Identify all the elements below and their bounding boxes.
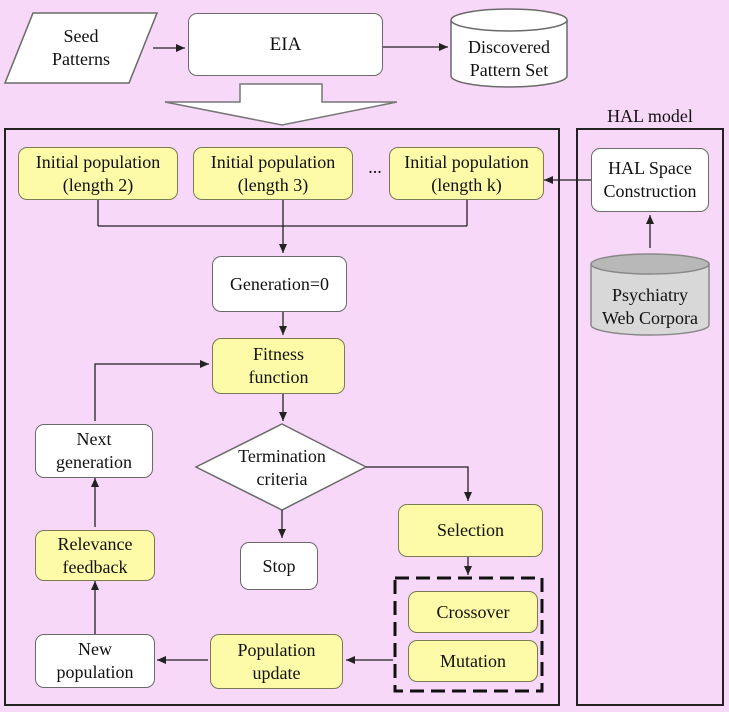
new-pop-line1: New (78, 639, 112, 659)
seed-patterns-line1: Seed (63, 26, 99, 46)
relevance-line1: Relevance (57, 533, 133, 554)
init-pop-k-line2: (length k) (431, 174, 502, 195)
seed-patterns-node: Seed Patterns (22, 16, 140, 80)
new-pop-line2: population (56, 662, 134, 682)
psychiatry-line2: Web Corpora (601, 308, 699, 328)
termination-line1: Termination (238, 446, 326, 466)
init-pop-3-line2: (length 3) (237, 174, 309, 195)
eia-label: EIA (269, 34, 302, 55)
initial-population-length-2: Initial population (length 2) (18, 147, 178, 200)
termination-line2: criteria (256, 469, 308, 489)
genetic-operators-group (393, 576, 544, 693)
next-gen-line1: Next (76, 429, 112, 449)
crossover-label: Crossover (436, 601, 510, 622)
psychiatry-web-corpora-node: Psychiatry Web Corpora (591, 282, 709, 332)
init-pop-2-line2: (length 2) (62, 174, 134, 195)
hal-space-line1: HAL Space (608, 158, 692, 178)
discovered-pattern-set-line2: Pattern Set (469, 60, 549, 80)
selection-label: Selection (437, 520, 504, 540)
pop-update-line2: update (252, 662, 301, 683)
discovered-pattern-set-node: Discovered Pattern Set (451, 32, 567, 86)
init-pop-2-line1: Initial population (35, 151, 161, 172)
generation-zero-label: Generation=0 (229, 273, 330, 294)
new-population-node: New population (35, 634, 155, 688)
init-pop-3-line1: Initial population (210, 151, 336, 172)
fitness-line1: Fitness (252, 344, 304, 364)
eia-process-panel (4, 128, 560, 706)
ellipsis-text: ... (368, 156, 382, 177)
mutation-node: Mutation (408, 640, 538, 682)
pop-update-line1: Population (237, 639, 316, 660)
next-generation-node: Next generation (35, 424, 153, 478)
selection-node: Selection (398, 504, 543, 557)
fitness-function-node: Fitness function (212, 338, 345, 394)
termination-criteria-node: Termination criteria (220, 444, 344, 492)
mutation-label: Mutation (440, 650, 506, 671)
flow-down-big-arrow (164, 83, 398, 126)
next-gen-line2: generation (56, 452, 132, 472)
seed-patterns-line2: Patterns (52, 49, 110, 69)
crossover-node: Crossover (408, 591, 538, 633)
hal-model-label-text: HAL model (607, 105, 693, 126)
fitness-line2: function (248, 367, 309, 387)
psychiatry-line1: Psychiatry (612, 285, 688, 305)
init-pop-k-line1: Initial population (404, 151, 529, 172)
hal-space-construction-node: HAL Space Construction (591, 148, 709, 212)
eia-node: EIA (188, 13, 383, 76)
discovered-pattern-set-cylinder (450, 8, 568, 88)
population-update-node: Population update (210, 634, 343, 689)
relevance-line2: feedback (62, 556, 128, 577)
stop-node: Stop (240, 542, 318, 590)
hal-space-line2: Construction (603, 181, 697, 201)
ellipsis-label: ... (362, 155, 388, 179)
stop-label: Stop (262, 555, 296, 576)
psychiatry-web-corpora-cylinder (590, 253, 710, 336)
discovered-pattern-set-line1: Discovered (468, 37, 550, 57)
initial-population-length-k: Initial population (length k) (389, 147, 544, 200)
seed-patterns-shape (3, 12, 159, 84)
initial-population-length-3: Initial population (length 3) (193, 147, 353, 200)
hal-model-label: HAL model (588, 104, 712, 128)
hal-model-panel (576, 128, 724, 706)
generation-zero-node: Generation=0 (212, 256, 347, 312)
relevance-feedback-node: Relevance feedback (35, 530, 155, 581)
